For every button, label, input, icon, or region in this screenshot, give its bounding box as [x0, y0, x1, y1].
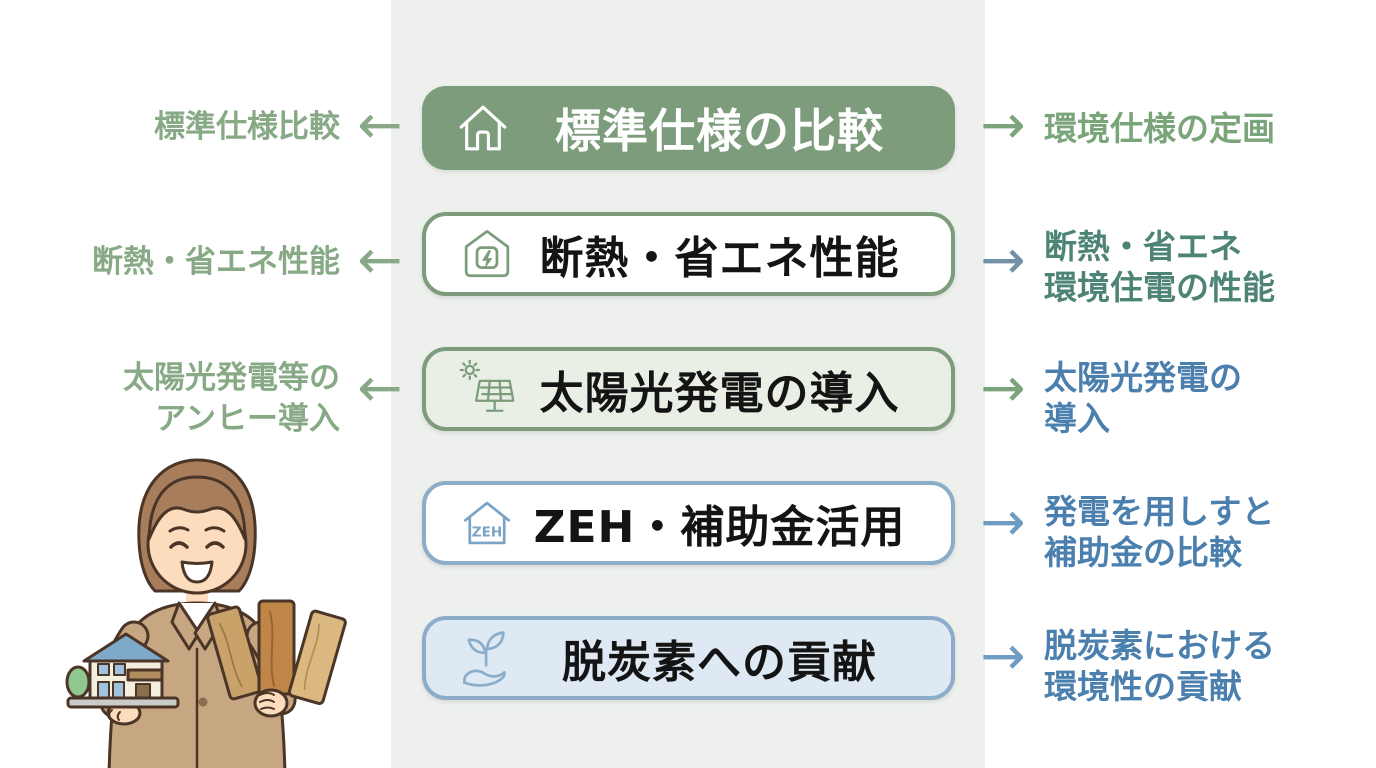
right-label-5: 脱炭素における 環境性の貢献	[1044, 625, 1275, 707]
right-label-5-line: 脱炭素における	[1044, 626, 1275, 665]
left-arrow-2-icon: ←	[357, 228, 403, 291]
right-label-1-line: 環境仕様の定画	[1044, 109, 1275, 148]
box-2-label: 断熱・省エネ性能	[539, 233, 900, 284]
house-icon	[459, 105, 507, 151]
right-label-4-line: 補助金の比較	[1044, 533, 1242, 572]
right-label-5-line: 環境性の貢献	[1044, 667, 1242, 706]
right-label-3-line: 太陽光発電の	[1044, 358, 1242, 397]
sprout-hand-icon	[462, 631, 506, 687]
right-arrow-3-icon: →	[980, 356, 1026, 419]
right-label-1: 環境仕様の定画	[1044, 108, 1275, 149]
left-label-2-line: 断熱・省エネ性能	[92, 244, 340, 280]
solar-panel-icon	[459, 360, 515, 412]
right-arrow-2-icon: →	[980, 228, 1026, 291]
left-label-1-line: 標準仕様比較	[154, 109, 340, 145]
left-arrow-1-icon: ←	[357, 93, 403, 156]
right-label-3: 太陽光発電の 導入	[1044, 357, 1242, 439]
box-1-label: 標準仕様の比較	[555, 104, 884, 158]
zeh-icon-text: ZEH	[472, 525, 503, 541]
box-zeh-subsidy-use: ZEH ZEH・補助金活用	[422, 481, 955, 565]
advisor-illustration	[65, 458, 347, 768]
right-label-2-line: 断熱・省エネ	[1044, 227, 1242, 266]
right-label-3-line: 導入	[1044, 399, 1110, 438]
right-arrow-5-icon: →	[980, 624, 1026, 687]
box-5-label: 脱炭素への貢献	[562, 637, 877, 688]
box-insulation-energy-performance: 断熱・省エネ性能	[422, 212, 955, 296]
right-label-2: 断熱・省エネ 環境住電の性能	[1044, 226, 1275, 308]
box-standard-spec-comparison: 標準仕様の比較	[422, 86, 955, 170]
box-4-label: ZEH・補助金活用	[533, 502, 906, 553]
zeh-house-icon: ZEH	[463, 501, 511, 545]
right-label-2-line: 環境住電の性能	[1044, 268, 1275, 307]
left-label-3-line: 太陽光発電等の	[123, 360, 340, 396]
right-arrow-4-icon: →	[980, 490, 1026, 553]
right-arrow-1-icon: →	[980, 93, 1026, 156]
left-label-3-line: アンヒー導入	[155, 401, 340, 437]
left-label-1: 標準仕様比較	[154, 107, 340, 148]
box-solar-power-introduction: 太陽光発電の導入	[422, 347, 955, 431]
right-label-4-line: 発電を用しすと	[1044, 492, 1275, 531]
left-label-3: 太陽光発電等の アンヒー導入	[123, 358, 340, 440]
right-label-4: 発電を用しすと 補助金の比較	[1044, 491, 1274, 573]
box-3-label: 太陽光発電の導入	[539, 368, 900, 419]
left-label-2: 断熱・省エネ性能	[92, 242, 340, 283]
left-arrow-3-icon: ←	[357, 356, 403, 419]
eco-house-bolt-icon	[464, 229, 510, 278]
box-decarbonization-contribution: 脱炭素への貢献	[422, 616, 955, 700]
